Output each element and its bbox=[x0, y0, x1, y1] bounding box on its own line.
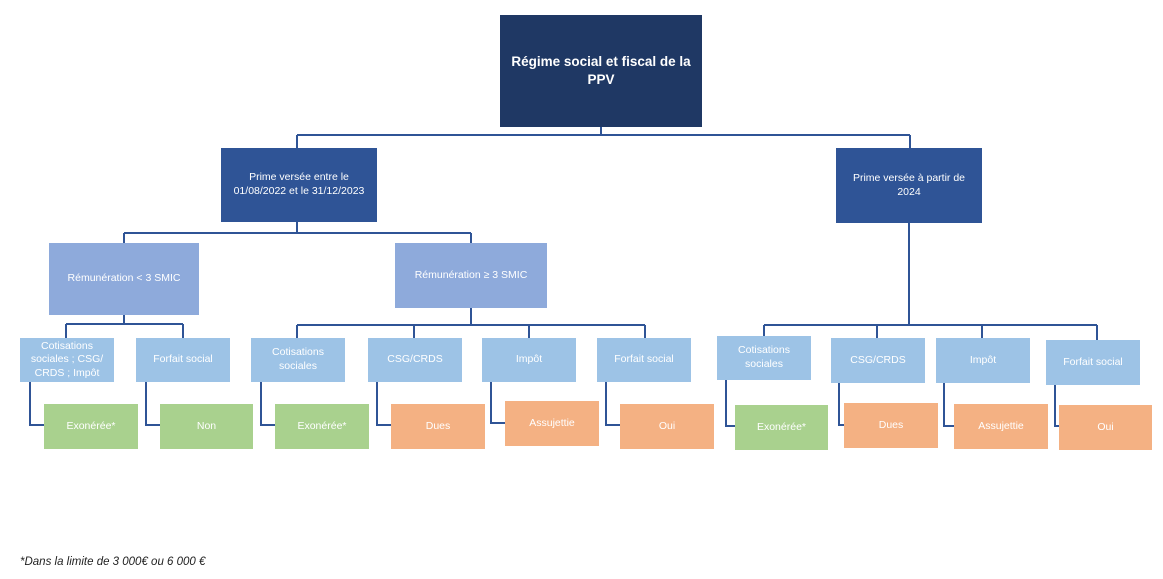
category-impot: Impôt bbox=[482, 338, 576, 382]
category-csg-crds: CSG/CRDS bbox=[831, 338, 925, 383]
elbow-6 bbox=[605, 382, 621, 426]
category-csg-crds: CSG/CRDS bbox=[368, 338, 462, 382]
salary-below-3-smic: Rémunération < 3 SMIC bbox=[49, 243, 199, 315]
value-oui: Oui bbox=[1059, 405, 1152, 450]
category-forfait-social: Forfait social bbox=[597, 338, 691, 382]
category-cotisations: Cotisations sociales bbox=[251, 338, 345, 382]
elbow-5 bbox=[490, 382, 506, 424]
category-cotisations: Cotisations sociales bbox=[717, 336, 811, 380]
elbow-3 bbox=[260, 382, 276, 426]
category-forfait-social: Forfait social bbox=[136, 338, 230, 382]
salary-above-3-smic: Rémunération ≥ 3 SMIC bbox=[395, 243, 547, 308]
elbow-9 bbox=[943, 383, 955, 427]
category-forfait-social: Forfait social bbox=[1046, 340, 1140, 385]
value-oui: Oui bbox=[620, 404, 714, 449]
value-assujettie: Assujettie bbox=[505, 401, 599, 446]
branch-2022-2023: Prime versée entre le 01/08/2022 et le 3… bbox=[221, 148, 377, 222]
value-dues: Dues bbox=[844, 403, 938, 448]
value-dues: Dues bbox=[391, 404, 485, 449]
category-impot: Impôt bbox=[936, 338, 1030, 383]
value-exoneree: Exonérée* bbox=[44, 404, 138, 449]
elbow-10 bbox=[1054, 385, 1060, 427]
value-exoneree: Exonérée* bbox=[735, 405, 828, 450]
root-node: Régime social et fiscal de la PPV bbox=[500, 15, 702, 127]
elbow-8 bbox=[838, 383, 845, 426]
elbow-4 bbox=[376, 382, 392, 426]
footnote: *Dans la limite de 3 000€ ou 6 000 € bbox=[20, 556, 206, 568]
value-non: Non bbox=[160, 404, 253, 449]
branch-2024: Prime versée à partir de 2024 bbox=[836, 148, 982, 223]
category-cotisations-csg-impot: Cotisations sociales ; CSG/ CRDS ; Impôt bbox=[20, 338, 114, 382]
elbow-2 bbox=[145, 382, 161, 426]
value-assujettie: Assujettie bbox=[954, 404, 1048, 449]
value-exoneree: Exonérée* bbox=[275, 404, 369, 449]
elbow-1 bbox=[29, 382, 45, 426]
elbow-7 bbox=[725, 380, 736, 427]
